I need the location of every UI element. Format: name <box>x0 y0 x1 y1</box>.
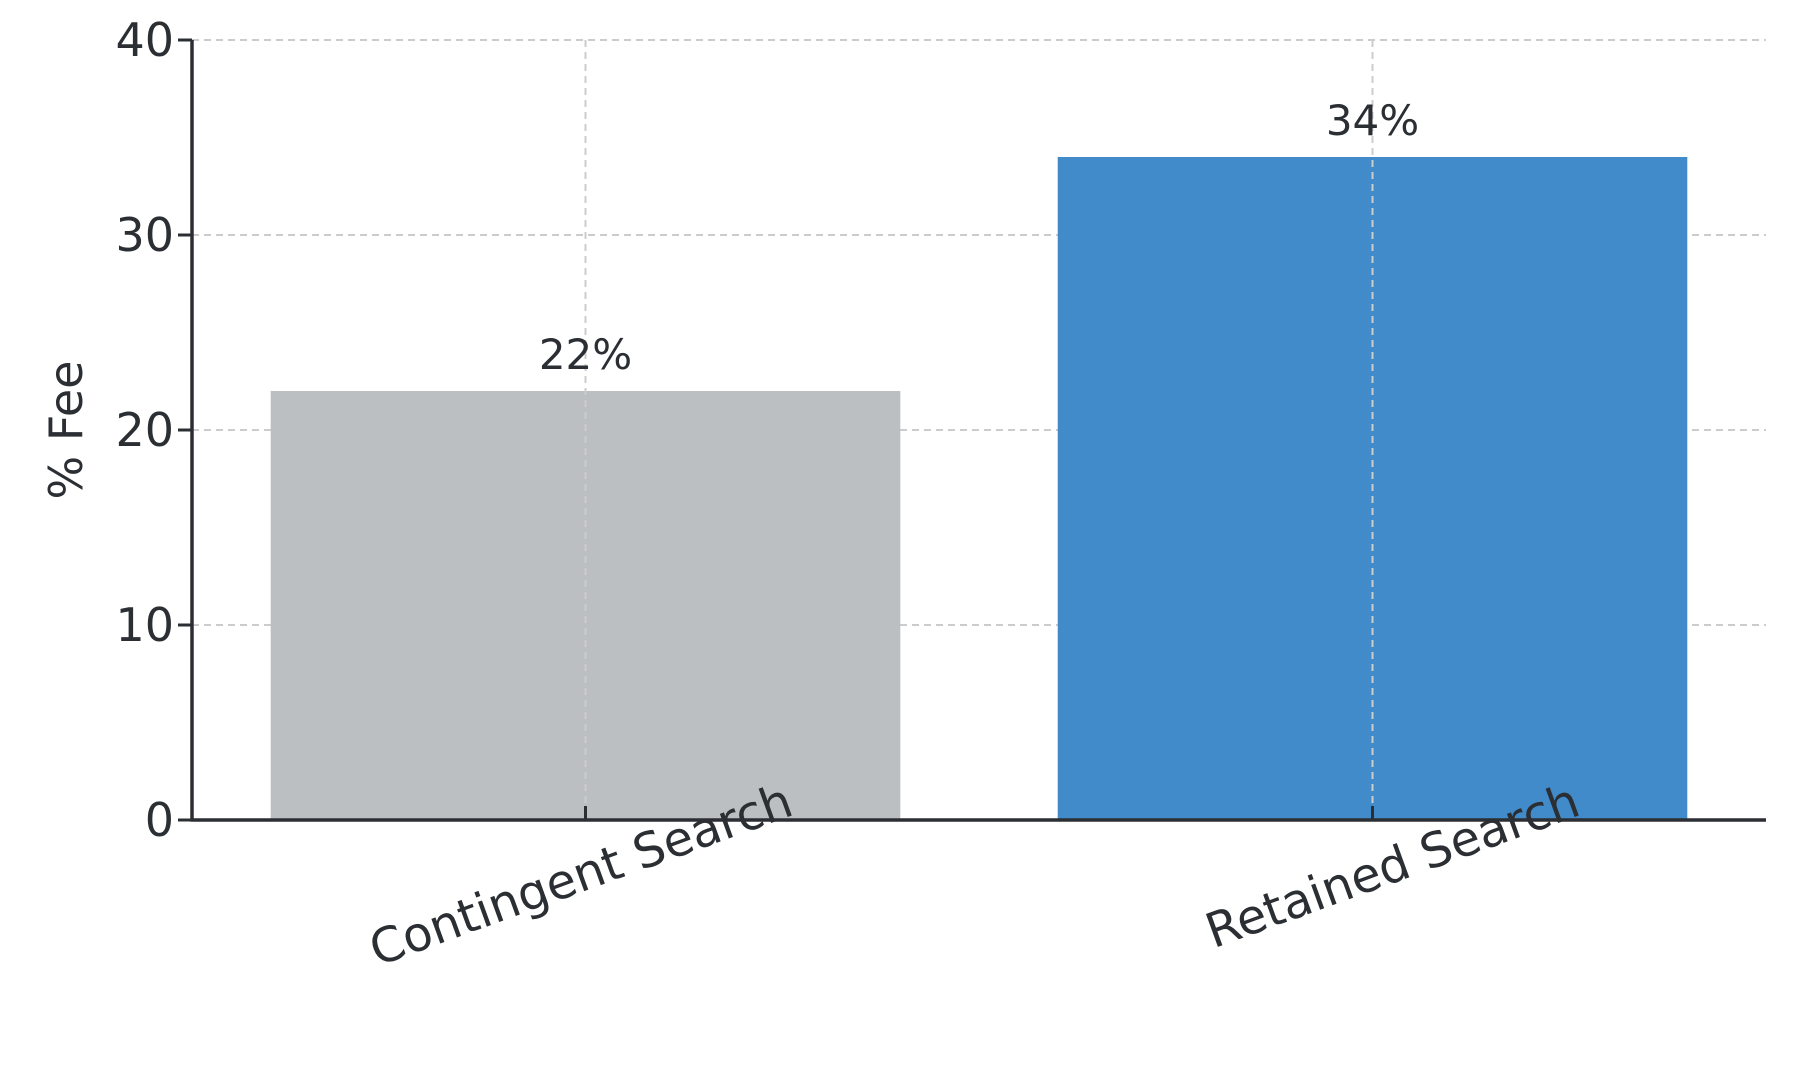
y-tick-label: 30 <box>115 208 174 262</box>
y-axis-title: % Fee <box>39 361 93 500</box>
bar-value-label: 34% <box>1326 96 1419 145</box>
y-tick-label: 20 <box>115 403 174 457</box>
y-tick-label: 10 <box>115 598 174 652</box>
bars-layer <box>270 40 1688 820</box>
axes-layer <box>178 38 1766 822</box>
y-tick-label: 0 <box>145 793 174 847</box>
bar-value-label: 22% <box>539 330 632 379</box>
y-tick-label: 40 <box>115 13 174 67</box>
